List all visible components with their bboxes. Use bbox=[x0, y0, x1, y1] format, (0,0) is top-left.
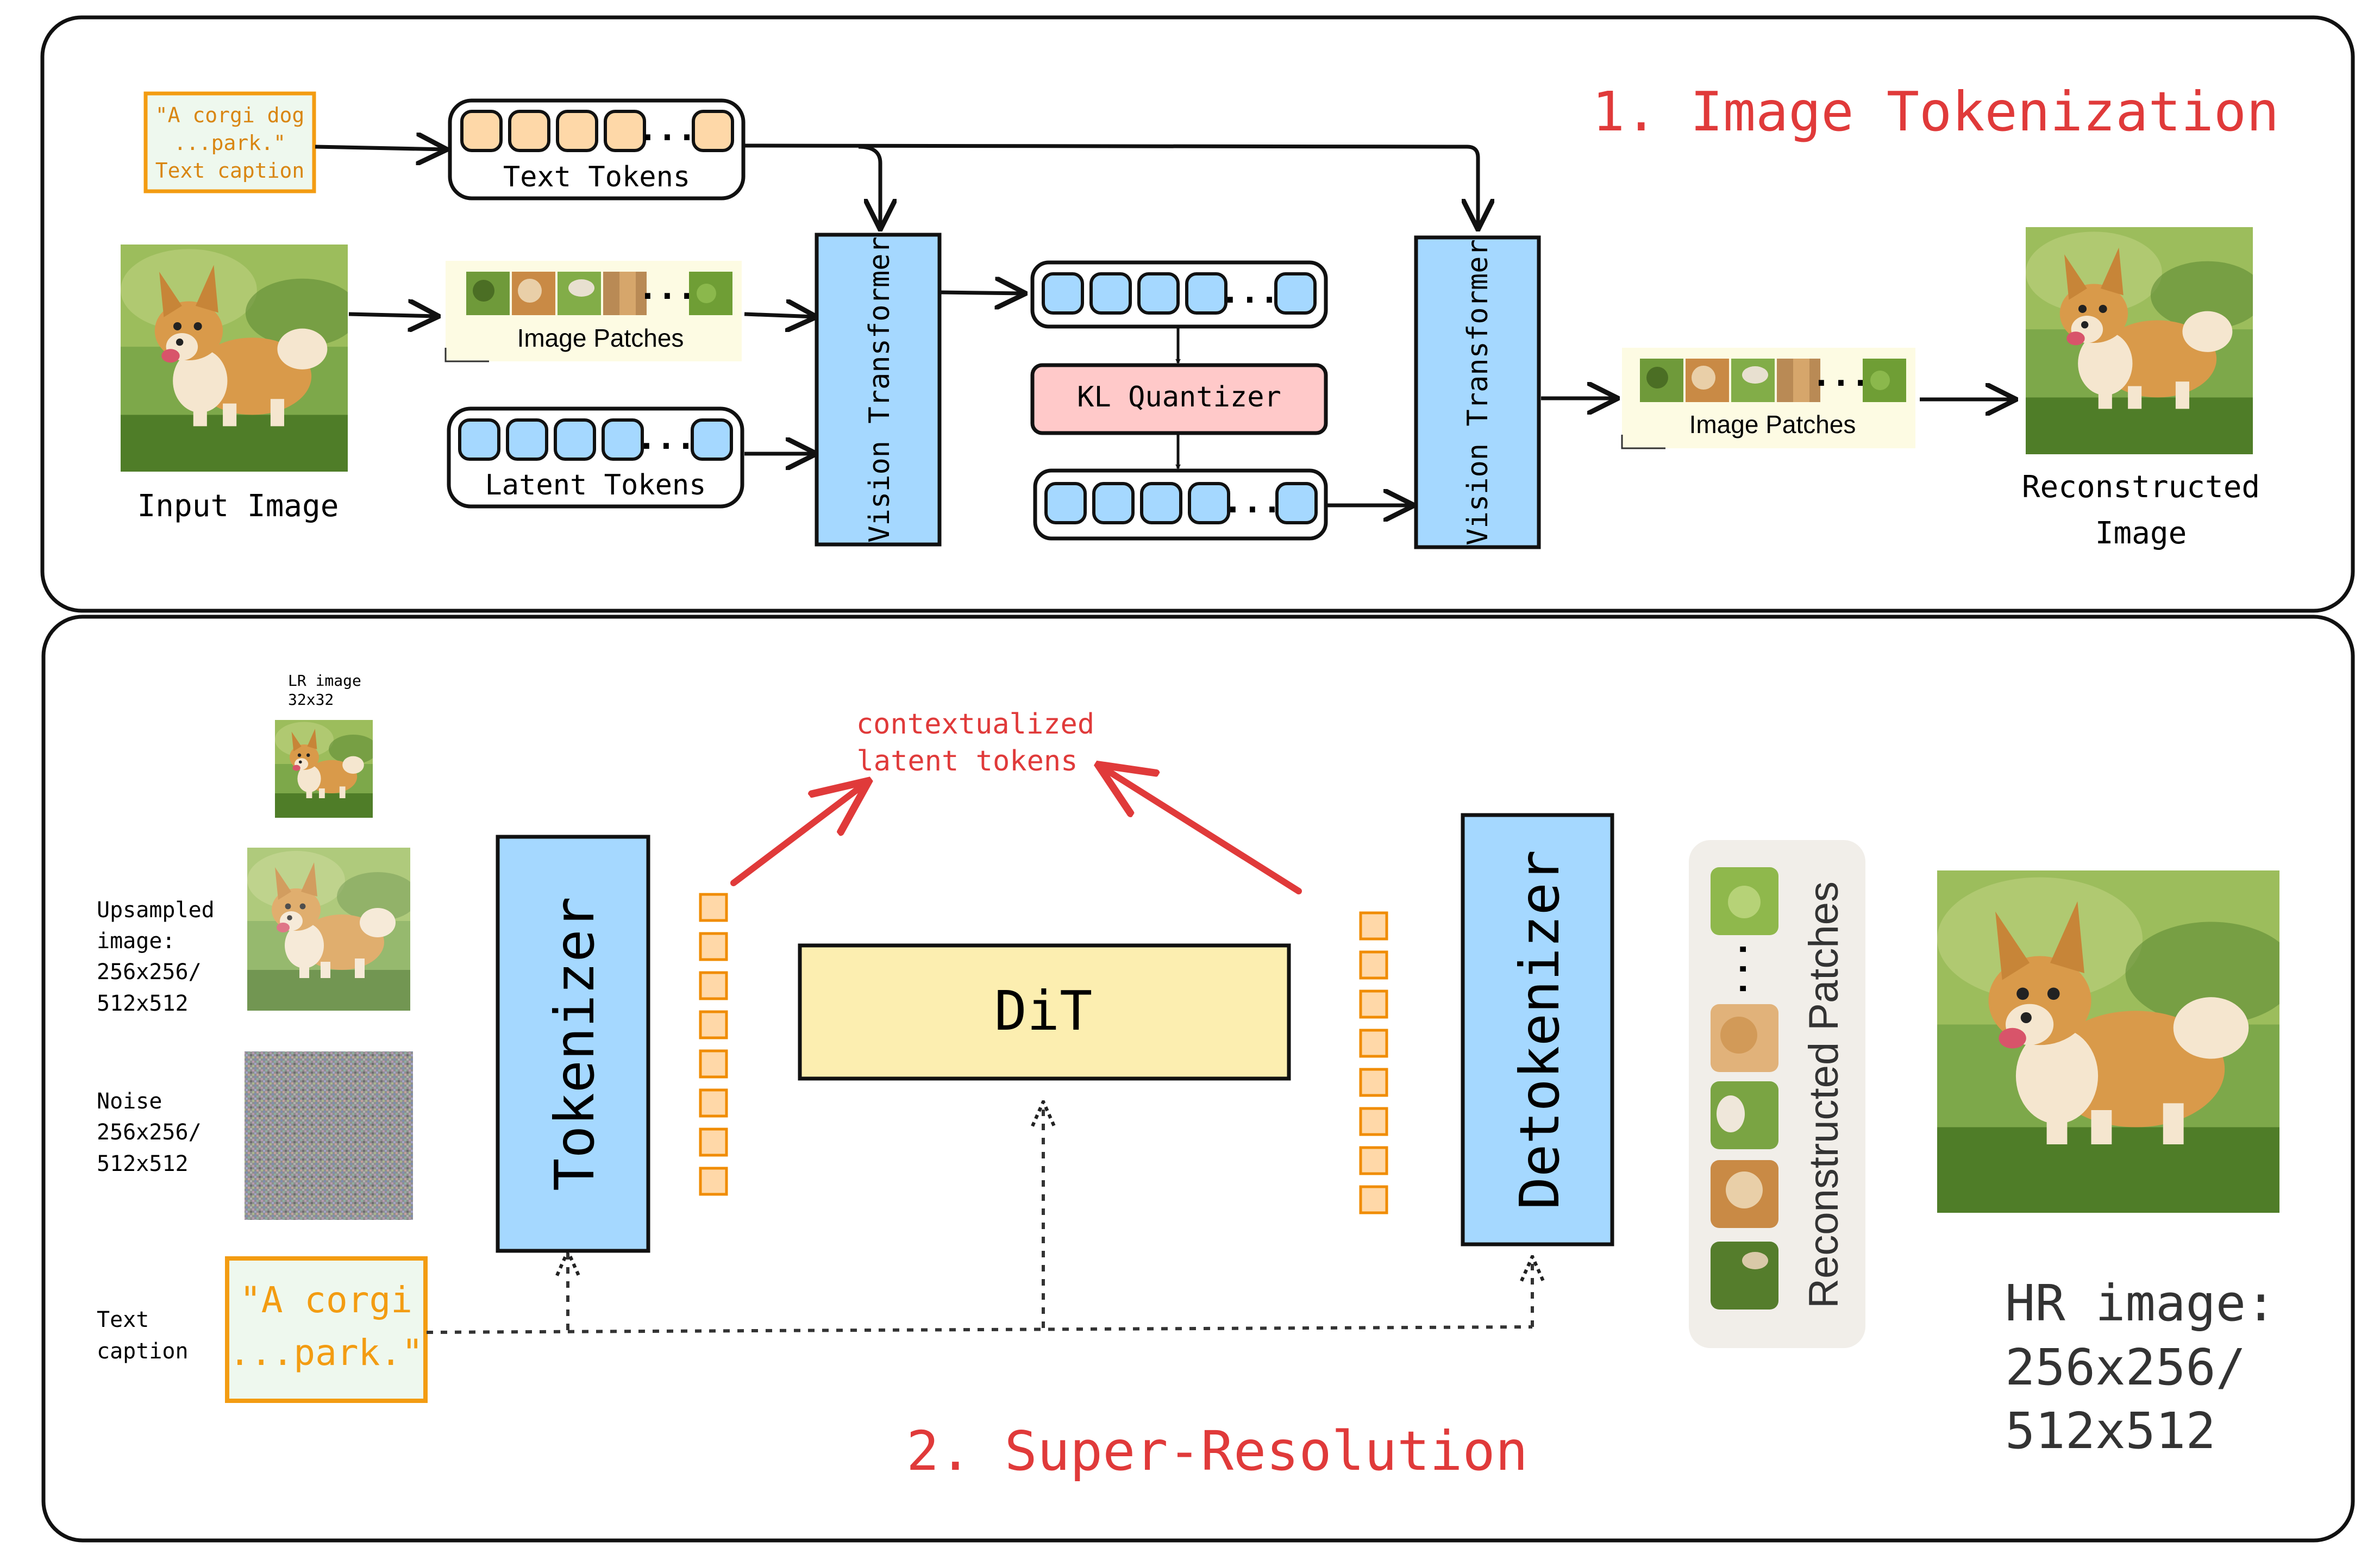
vision-transformer-decoder: Vision Transformer bbox=[1414, 235, 1541, 549]
output-patches-label: Image Patches bbox=[1689, 410, 1856, 438]
noise-label-line-1: Noise bbox=[97, 1089, 162, 1114]
sr-caption-box: "A corgi ...park." bbox=[225, 1256, 428, 1403]
tokenizer-box: Tokenizer bbox=[496, 835, 650, 1253]
patch-tile bbox=[1711, 1160, 1778, 1228]
text-caption-label-line-1: Text bbox=[97, 1307, 149, 1332]
patch-tile bbox=[512, 272, 555, 315]
vision-transformer-encoder: Vision Transformer bbox=[815, 233, 942, 547]
kl-quantizer-box: KL Quantizer bbox=[1030, 363, 1328, 435]
arrow-text-to-vit-left bbox=[858, 145, 880, 228]
hr-label-line-1: HR image: bbox=[2005, 1274, 2276, 1332]
dit-box: DiT bbox=[798, 943, 1291, 1081]
arrow-text-to-vit-right bbox=[744, 143, 1478, 228]
text-caption-label-line-2: caption bbox=[97, 1339, 189, 1364]
patch-tile bbox=[1686, 359, 1729, 402]
sr-caption-line-2: ...park." bbox=[229, 1332, 423, 1374]
encoded-latents-ellipsis: ... bbox=[1220, 273, 1279, 311]
arrow-patches-to-vit bbox=[744, 314, 815, 317]
reconstructed-patches-label: Reconstructed Patches bbox=[1801, 881, 1847, 1308]
output-latent-tokens bbox=[1359, 911, 1388, 1214]
input-image bbox=[121, 245, 348, 472]
patch-tile bbox=[1863, 359, 1906, 402]
patch-tile bbox=[558, 272, 601, 315]
latent-tokens-label: Latent Tokens bbox=[485, 469, 706, 502]
image-patches-label: Image Patches bbox=[517, 324, 684, 352]
arrow-input-to-patches bbox=[348, 314, 437, 316]
quantized-latents-ellipsis: ... bbox=[1223, 483, 1282, 521]
patch-tile bbox=[1640, 359, 1683, 402]
contextualized-label-line-1: contextualized bbox=[856, 708, 1094, 741]
noise-image bbox=[245, 1051, 413, 1220]
vit-decoder-label: Vision Transformer bbox=[1462, 239, 1494, 546]
patch-tile bbox=[1711, 1081, 1778, 1149]
text-caption-box: "A corgi dog ...park." Text caption bbox=[143, 91, 316, 193]
section-1-title: 1. Image Tokenization bbox=[1592, 80, 2279, 143]
patch-tile bbox=[1731, 359, 1775, 402]
upsampled-label-line-3: 256x256/ bbox=[97, 960, 202, 985]
patch-tile bbox=[603, 272, 647, 315]
detokenizer-label: Detokenizer bbox=[1508, 850, 1571, 1210]
arrow-to-contextualized-right bbox=[1100, 766, 1302, 894]
reconstructed-image bbox=[2026, 227, 2253, 454]
contextualized-label-line-2: latent tokens bbox=[857, 745, 1078, 778]
recon-ellipsis: ... bbox=[1716, 939, 1754, 998]
text-tokens-label: Text Tokens bbox=[503, 161, 690, 193]
reconstructed-label-line-2: Image bbox=[2095, 516, 2187, 551]
noise-label-line-2: 256x256/ bbox=[97, 1120, 202, 1145]
reconstructed-patches-panel: ... Reconstructed Patches bbox=[1689, 840, 1865, 1348]
arrow-to-contextualized-left bbox=[730, 782, 867, 886]
patch-tile bbox=[689, 272, 732, 315]
output-patches-ellipsis: ... bbox=[1812, 356, 1870, 394]
kl-quantizer-label: KL Quantizer bbox=[1077, 381, 1281, 414]
upsampled-label-line-1: Upsampled bbox=[97, 898, 215, 923]
caption-line-2: ...park." bbox=[174, 131, 286, 155]
latent-tokens-ellipsis: ... bbox=[637, 419, 696, 457]
hr-label-line-3: 512x512 bbox=[2005, 1402, 2216, 1460]
section-2-title: 2. Super-Resolution bbox=[906, 1419, 1528, 1483]
caption-line-1: "A corgi dog bbox=[155, 103, 305, 127]
sr-caption-line-1: "A corgi bbox=[240, 1279, 412, 1321]
caption-line-3: Text caption bbox=[155, 159, 305, 183]
patch-tile bbox=[1777, 359, 1820, 402]
output-patches-strip: ... Image Patches bbox=[1621, 348, 1915, 449]
patch-tile bbox=[1711, 867, 1778, 935]
hr-label-line-2: 256x256/ bbox=[2005, 1338, 2246, 1396]
patch-tile bbox=[1711, 1242, 1778, 1310]
text-tokens-ellipsis: ... bbox=[638, 110, 697, 148]
patch-tile bbox=[466, 272, 510, 315]
encoded-latents-row: ... bbox=[1030, 260, 1328, 329]
upsampled-label-line-4: 512x512 bbox=[97, 991, 189, 1016]
tokenizer-label: Tokenizer bbox=[543, 897, 606, 1191]
patch-tile bbox=[1711, 1004, 1778, 1072]
arrow-vit-to-latents bbox=[941, 292, 1024, 293]
input-image-label: Input Image bbox=[137, 488, 339, 524]
text-tokens-group: ... Text Tokens bbox=[448, 98, 746, 201]
caption-condition-line bbox=[426, 1325, 1533, 1334]
lr-image bbox=[275, 720, 373, 818]
patches-ellipsis: ... bbox=[638, 269, 697, 307]
upsampled-image bbox=[247, 848, 410, 1011]
input-latent-tokens bbox=[699, 893, 728, 1196]
upsampled-label-line-2: image: bbox=[97, 929, 176, 954]
quantized-latents-row: ... bbox=[1033, 468, 1328, 541]
arrow-caption-to-text-tokens bbox=[315, 147, 446, 149]
reconstructed-label-line-1: Reconstructed bbox=[2022, 469, 2260, 505]
vit-encoder-label: Vision Transformer bbox=[863, 236, 896, 543]
latent-tokens-group: ... Latent Tokens bbox=[447, 406, 744, 509]
dit-label: DiT bbox=[994, 979, 1093, 1043]
noise-label-line-3: 512x512 bbox=[97, 1151, 189, 1176]
image-patches-strip: ... Image Patches bbox=[444, 261, 742, 362]
lr-label-line-2: 32x32 bbox=[288, 691, 334, 709]
lr-label-line-1: LR image bbox=[288, 672, 361, 690]
detokenizer-box: Detokenizer bbox=[1461, 813, 1614, 1246]
hr-image bbox=[1937, 870, 2279, 1213]
